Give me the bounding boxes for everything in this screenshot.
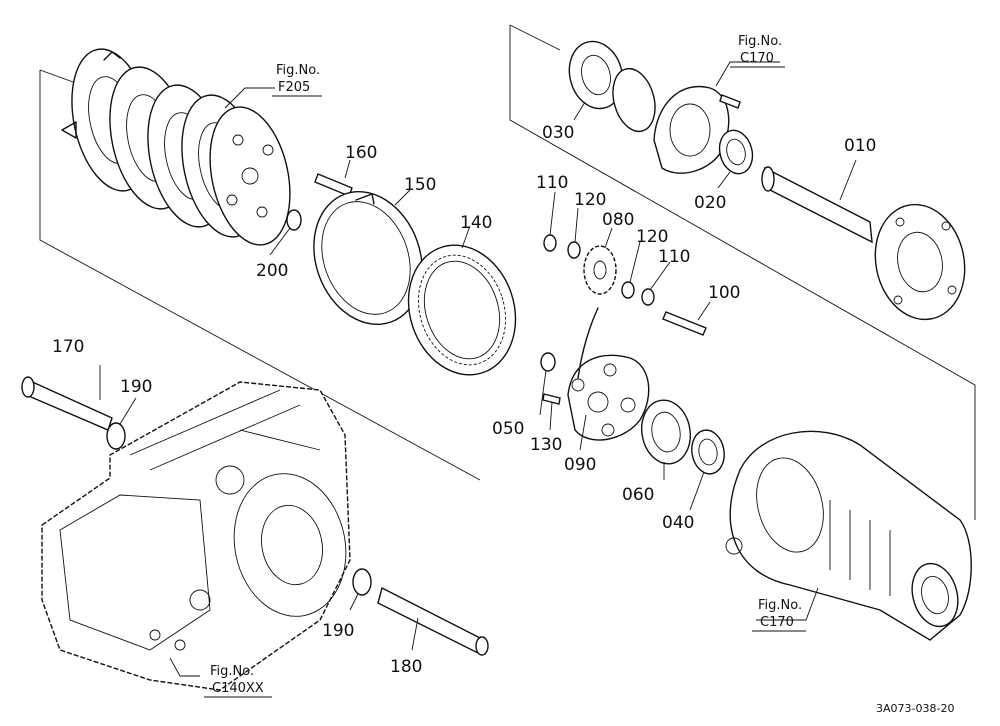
- label-part-060: 060: [622, 485, 654, 505]
- part-030-bearing: [568, 40, 624, 110]
- part-090-carrier: [567, 354, 650, 441]
- part-100-shaft: [662, 311, 707, 336]
- axle-housing: [725, 430, 972, 641]
- snap-ring-large: [612, 67, 656, 133]
- drawing-code: 3A073-038-20: [876, 702, 954, 715]
- part-190-snap-ring-b: [352, 568, 372, 596]
- part-010-axle-flange: [761, 166, 966, 321]
- fig-ref-c170-bottom: Fig.No. C170: [752, 598, 806, 632]
- part-170-shaft: [21, 376, 113, 431]
- fig-ref-prefix: Fig.No.: [758, 598, 802, 613]
- label-part-090: 090: [564, 455, 596, 475]
- transmission-case: [41, 381, 351, 691]
- label-part-030: 030: [542, 123, 574, 143]
- part-110-washer-a: [543, 234, 557, 252]
- leader-lines: [99, 61, 857, 677]
- fig-ref-prefix: Fig.No.: [738, 34, 782, 49]
- part-140-ring-gear: [407, 244, 517, 376]
- label-part-050: 050: [492, 419, 524, 439]
- label-part-080: 080: [602, 210, 634, 230]
- part-190-snap-ring-a: [106, 422, 126, 450]
- retaining-wire: [577, 307, 599, 379]
- label-part-170: 170: [52, 337, 84, 357]
- part-180-shaft: [377, 586, 489, 656]
- clutch-plate-pack: [61, 48, 291, 246]
- label-part-160: 160: [345, 143, 377, 163]
- fig-ref-code: F205: [278, 80, 310, 95]
- label-part-010: 010: [844, 136, 876, 156]
- label-part-110-b: 110: [658, 247, 690, 267]
- part-040-seal: [691, 429, 725, 475]
- label-part-150: 150: [404, 175, 436, 195]
- fig-ref-c140xx: Fig.No. C140XX: [204, 664, 272, 698]
- part-200-ring: [286, 209, 302, 231]
- part-060-bearing: [641, 399, 691, 465]
- assembly-plane-lines: [39, 24, 976, 520]
- fig-ref-code: C170: [740, 51, 774, 66]
- part-120-bearing-a: [567, 241, 581, 259]
- label-part-130: 130: [530, 435, 562, 455]
- part-labels: 010 020 030 040 050 060 080 090 100 110 …: [52, 123, 876, 677]
- label-part-100: 100: [708, 283, 740, 303]
- label-part-190-a: 190: [120, 377, 152, 397]
- label-part-110-a: 110: [536, 173, 568, 193]
- part-120-bearing-b: [621, 281, 635, 299]
- label-part-180: 180: [390, 657, 422, 677]
- fig-ref-code: C140XX: [212, 681, 264, 696]
- part-020-seal: [718, 129, 754, 175]
- part-050-snap-ring: [540, 352, 556, 372]
- fig-ref-f205: Fig.No. F205: [272, 63, 322, 97]
- fig-ref-code: C170: [760, 615, 794, 630]
- part-110-washer-b: [641, 288, 655, 306]
- fig-ref-c170-top: Fig.No. C170: [730, 34, 785, 68]
- label-part-120-a: 120: [574, 190, 606, 210]
- label-part-020: 020: [694, 193, 726, 213]
- part-080-gear: [583, 245, 617, 295]
- bearing-retainer-plate: [653, 85, 741, 174]
- label-part-140: 140: [460, 213, 492, 233]
- part-150-ring: [313, 190, 423, 326]
- label-part-120-b: 120: [636, 227, 668, 247]
- part-130-pin: [542, 393, 561, 405]
- label-part-040: 040: [662, 513, 694, 533]
- fig-ref-prefix: Fig.No.: [276, 63, 320, 78]
- label-part-190-b: 190: [322, 621, 354, 641]
- part-160-pin: [314, 173, 353, 197]
- label-part-200: 200: [256, 261, 288, 281]
- fig-ref-prefix: Fig.No.: [210, 664, 254, 679]
